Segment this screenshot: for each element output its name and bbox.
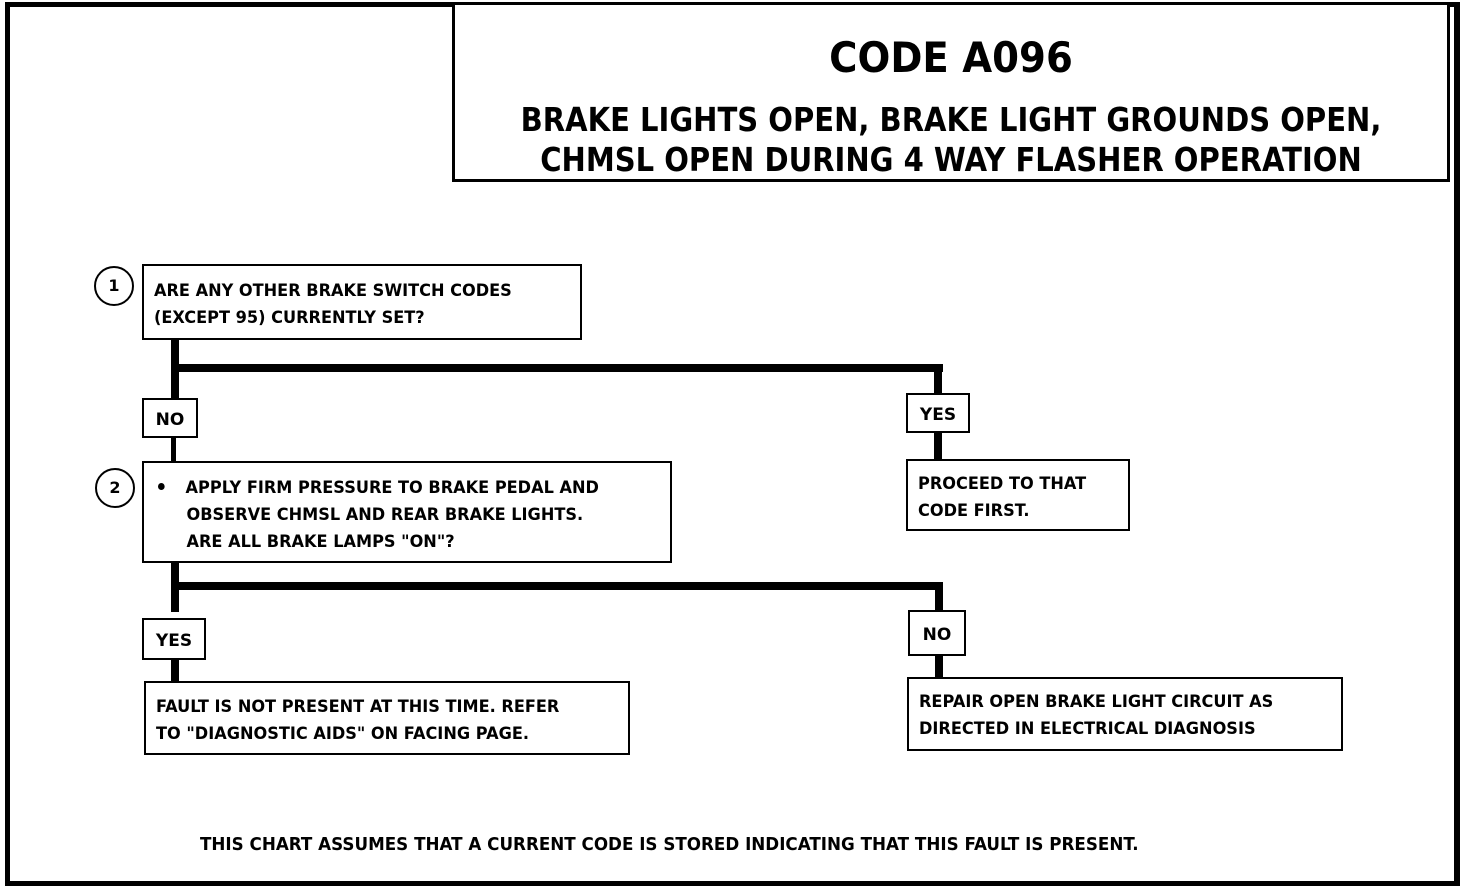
title-box: CODE A096 BRAKE LIGHTS OPEN, BRAKE LIGHT…	[452, 5, 1450, 182]
result-line: CODE FIRST.	[918, 501, 1030, 521]
question-line: ARE ANY OTHER BRAKE SWITCH CODES	[154, 281, 512, 301]
step-2-question-box: APPLY FIRM PRESSURE TO BRAKE PEDAL AND O…	[142, 461, 672, 563]
connector-line	[935, 654, 943, 680]
result-line: TO "DIAGNOSTIC AIDS" ON FACING PAGE.	[156, 724, 529, 744]
step-2-no-result-box: REPAIR OPEN BRAKE LIGHT CIRCUIT AS DIREC…	[907, 677, 1343, 751]
step-2-no-label: NO	[908, 610, 966, 656]
description-line: CHMSL OPEN DURING 4 WAY FLASHER OPERATIO…	[540, 140, 1362, 179]
code-description: BRAKE LIGHTS OPEN, BRAKE LIGHT GROUNDS O…	[515, 100, 1388, 180]
question-line: OBSERVE CHMSL AND REAR BRAKE LIGHTS.	[186, 505, 584, 525]
result-line: PROCEED TO THAT	[918, 474, 1087, 494]
connector-line	[171, 658, 179, 684]
footer-note: THIS CHART ASSUMES THAT A CURRENT CODE I…	[200, 834, 1139, 855]
connector-line	[935, 582, 943, 610]
step-1-yes-label: YES	[906, 393, 970, 433]
step-1-question-box: ARE ANY OTHER BRAKE SWITCH CODES (EXCEPT…	[142, 264, 582, 340]
question-line: ARE ALL BRAKE LAMPS "ON"?	[186, 532, 455, 552]
connector-line	[171, 436, 176, 462]
step-2-yes-result-box: FAULT IS NOT PRESENT AT THIS TIME. REFER…	[144, 681, 630, 755]
result-line: FAULT IS NOT PRESENT AT THIS TIME. REFER	[156, 697, 560, 717]
step-1-no-label: NO	[142, 398, 198, 438]
connector-line	[934, 364, 942, 400]
bullet-icon	[158, 482, 165, 490]
question-text: APPLY FIRM PRESSURE TO BRAKE PEDAL AND	[185, 478, 599, 498]
step-number-2: 2	[95, 468, 135, 508]
description-line: BRAKE LIGHTS OPEN, BRAKE LIGHT GROUNDS O…	[520, 100, 1382, 139]
step-2-yes-label: YES	[142, 618, 206, 660]
step-number-1: 1	[94, 266, 134, 306]
step-1-yes-result-box: PROCEED TO THAT CODE FIRST.	[906, 459, 1130, 531]
connector-line	[934, 432, 942, 462]
result-line: DIRECTED IN ELECTRICAL DIAGNOSIS	[919, 719, 1256, 739]
connector-line	[171, 582, 943, 590]
connector-line	[171, 364, 943, 372]
result-line: REPAIR OPEN BRAKE LIGHT CIRCUIT AS	[919, 692, 1274, 712]
question-line: (EXCEPT 95) CURRENTLY SET?	[154, 308, 425, 328]
question-line: APPLY FIRM PRESSURE TO BRAKE PEDAL AND	[158, 475, 635, 502]
code-title: CODE A096	[829, 33, 1073, 82]
